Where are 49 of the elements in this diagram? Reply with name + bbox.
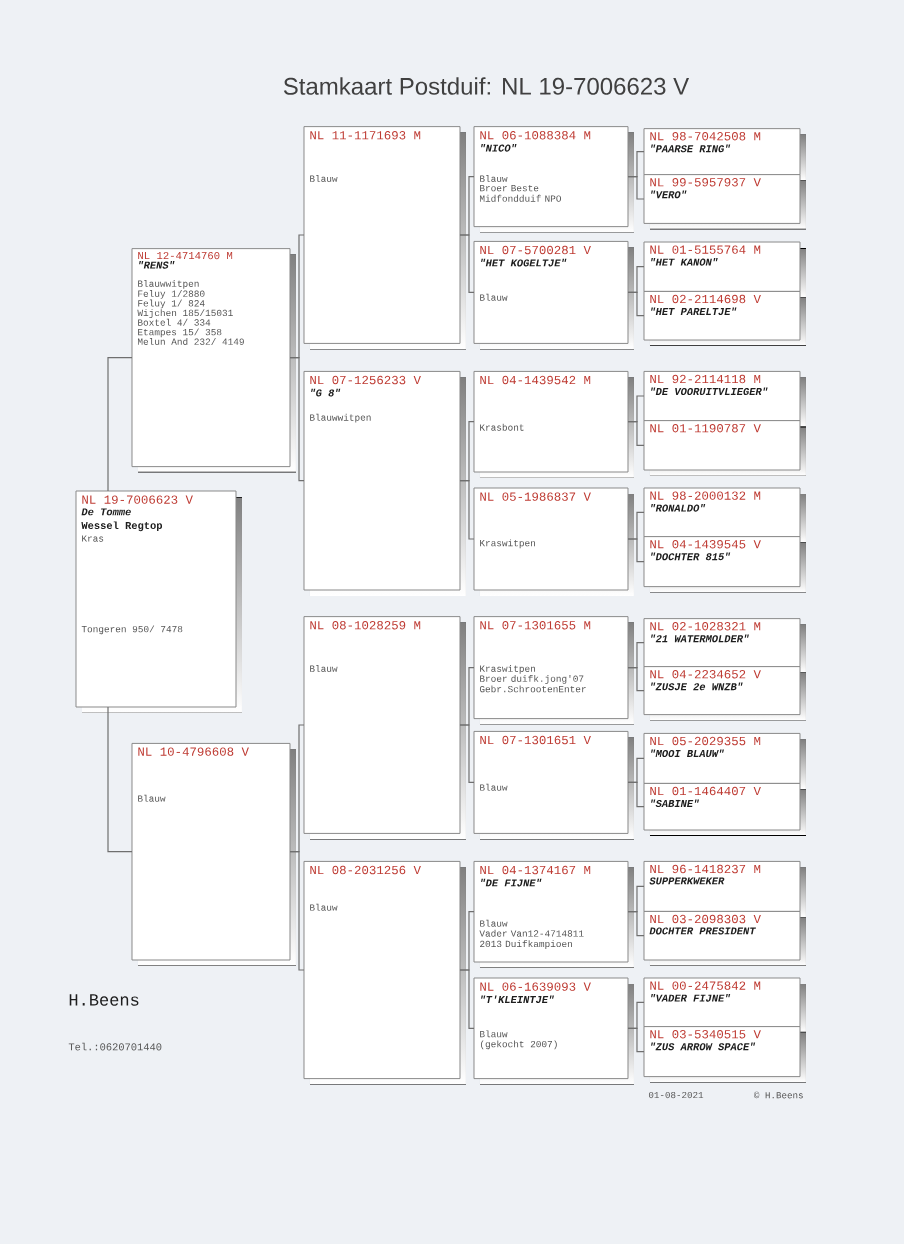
pedigree-card	[75, 490, 242, 713]
pedigree-card	[643, 420, 806, 476]
pedigree-card	[643, 128, 806, 181]
page-title: Stamkaart Postduif: NL 19-7006623 V	[283, 77, 690, 95]
pedigree-card	[643, 666, 806, 721]
pedigree-card	[643, 370, 806, 427]
pedigree-card	[473, 730, 634, 840]
pedigree-card	[643, 618, 806, 673]
connector-line	[459, 724, 475, 783]
pedigree-card	[131, 248, 296, 473]
pedigree-card	[643, 782, 806, 836]
pedigree-card	[643, 732, 806, 790]
connector-line	[627, 911, 645, 937]
pedigree-card	[303, 616, 466, 840]
owner-name: H.Beens	[69, 994, 139, 1006]
pedigree-card	[643, 487, 806, 543]
connector-line	[107, 357, 133, 492]
pedigree-card	[643, 977, 806, 1033]
pedigree-card	[303, 860, 466, 1085]
pedigree-card	[643, 290, 806, 346]
pedigree-card	[643, 174, 806, 230]
pedigree-card	[473, 240, 634, 350]
pedigree-card	[473, 126, 634, 233]
pedigree-card	[473, 370, 634, 478]
pedigree-card	[303, 126, 466, 350]
pedigree-card	[473, 860, 634, 968]
pedigree-card	[303, 370, 466, 596]
connector-line	[107, 706, 133, 853]
pedigree-card	[473, 487, 634, 596]
pedigree-card	[643, 1026, 806, 1083]
connector-line	[459, 234, 475, 294]
pedigree-card	[643, 536, 806, 593]
pedigree-card	[643, 241, 806, 298]
pedigree-card	[473, 616, 634, 725]
connector-line	[289, 357, 305, 482]
connector-line	[627, 176, 645, 200]
connector-line	[459, 480, 475, 540]
connector-line	[459, 969, 475, 1029]
connector-line	[627, 781, 645, 808]
connector-line	[627, 538, 645, 563]
connector-line	[627, 291, 645, 317]
connector-line	[289, 851, 305, 971]
pedigree-card	[131, 742, 296, 966]
pedigree-card	[643, 910, 806, 966]
connector-line	[627, 667, 645, 692]
connector-line	[627, 1027, 645, 1053]
pedigree-card	[473, 977, 634, 1085]
connector-line	[627, 421, 645, 446]
pedigree-card	[643, 860, 806, 918]
